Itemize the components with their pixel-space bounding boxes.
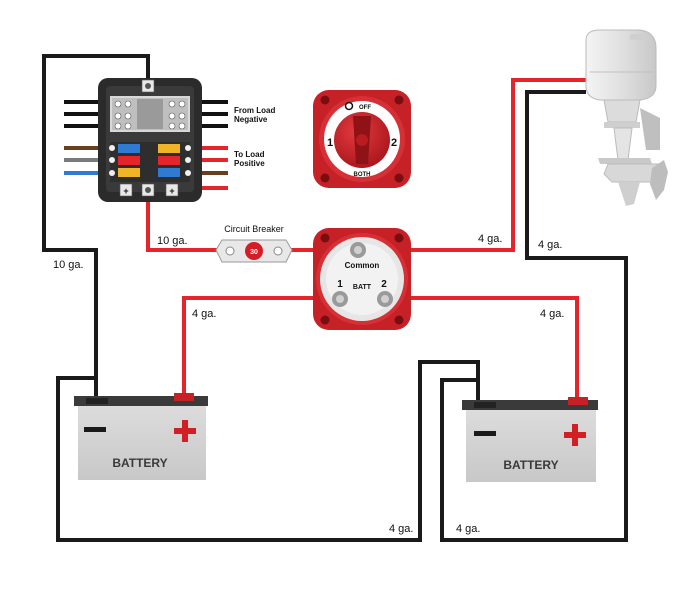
wire-common-to-motor	[358, 78, 586, 252]
common-label: Common	[345, 261, 380, 270]
circuit-breaker-rating: 30	[250, 249, 258, 256]
switch-position-2-label: 2	[391, 137, 397, 149]
wire-switch-to-battery1	[182, 296, 340, 398]
post-1-label: 1	[337, 279, 343, 290]
battery-1: BATTERY	[74, 393, 208, 480]
wire-fuse-to-breaker	[146, 196, 228, 252]
wire-label-switch-to-battery1: 4 ga.	[192, 308, 216, 320]
negative-wires	[42, 54, 628, 542]
wire-fuse-neg-to-battery1	[42, 54, 150, 398]
batt-label: BATT	[353, 284, 372, 291]
post-2-label: 2	[381, 279, 387, 290]
wire-label-motor-neg: 4 ga.	[538, 239, 562, 251]
battery-2-label: BATTERY	[503, 458, 558, 472]
battery-1-label: BATTERY	[112, 456, 167, 470]
wire-battery2-neg-to-motor	[440, 90, 628, 542]
fuse-block-negative-label: From Load Negative	[234, 106, 278, 124]
wire-label-common-to-motor: 4 ga.	[478, 233, 502, 245]
wire-label-fuse-to-breaker: 10 ga.	[157, 235, 188, 247]
wire-label-switch-to-battery2: 4 ga.	[540, 308, 564, 320]
battery-2-positive-symbol	[564, 424, 586, 446]
wire-label-battery2-return: 4 ga.	[456, 523, 480, 535]
battery-2: BATTERY	[462, 397, 598, 482]
wire-battery1-neg-return	[56, 360, 480, 542]
battery-1-negative-symbol	[84, 427, 106, 432]
battery-selector-switch-top: OFF 1 2 BOTH	[313, 90, 411, 188]
fuse-block-positive-label: To Load Positive	[234, 150, 267, 168]
fuse-block: + + From Load Negative To Load Positive	[64, 78, 278, 202]
fuse-block-logo-plate	[137, 99, 163, 129]
switch-position-1-label: 1	[327, 137, 333, 149]
switch-off-label: OFF	[359, 105, 371, 111]
wire-switch-to-battery2	[385, 296, 579, 398]
circuit-breaker: Circuit Breaker 30	[215, 224, 293, 263]
battery-2-negative-symbol	[474, 431, 496, 436]
wire-label-fuse-neg: 10 ga.	[53, 259, 84, 271]
wire-label-battery1-return: 4 ga.	[389, 523, 413, 535]
battery-1-positive-symbol	[174, 420, 196, 442]
circuit-breaker-label: Circuit Breaker	[224, 224, 284, 234]
battery-switch-main: Common BATT 1 2	[313, 228, 411, 330]
fuses	[109, 142, 191, 182]
svg-text:+: +	[123, 186, 128, 196]
switch-both-label: BOTH	[354, 172, 371, 178]
breaker-reset-button[interactable]	[245, 242, 263, 260]
outboard-motor-icon	[585, 29, 668, 206]
svg-text:+: +	[169, 186, 174, 196]
